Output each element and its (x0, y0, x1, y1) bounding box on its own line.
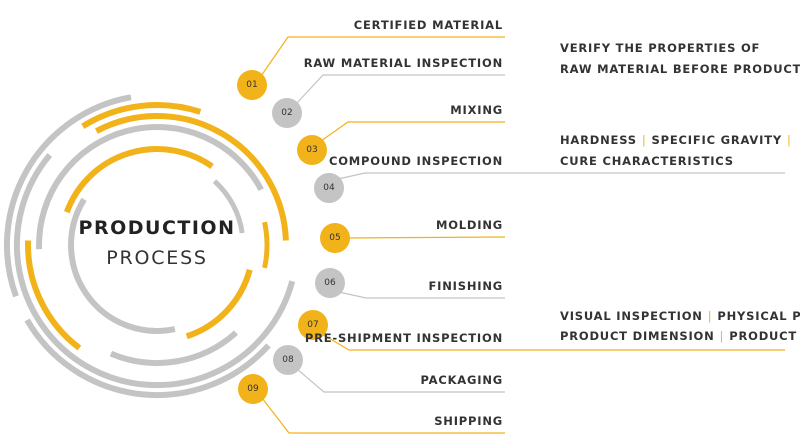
step-marker-07 (298, 310, 328, 340)
step-label-02: RAW MATERIAL INSPECTION (304, 56, 503, 70)
step-label-01: CERTIFIED MATERIAL (354, 18, 503, 32)
separator: | (708, 309, 713, 323)
ring-arc-10 (63, 146, 214, 214)
step-label-04: COMPOUND INSPECTION (329, 154, 503, 168)
step-label-09: SHIPPING (434, 414, 503, 428)
step-marker-04 (314, 173, 344, 203)
ring-arc-6 (25, 240, 82, 351)
connector-step-08 (296, 368, 505, 393)
connector-step-03 (320, 121, 505, 142)
step-number-09: 09 (247, 384, 259, 394)
connector-step-07 (321, 333, 785, 351)
concentric-rings (3, 94, 296, 398)
ring-arc-8 (109, 330, 239, 366)
ring-arc-4 (13, 153, 296, 389)
pre-shipment-note-visual: VISUAL INSPECTION (560, 309, 703, 323)
step-connectors (260, 36, 785, 434)
step-marker-08 (273, 345, 303, 375)
compound-note-specific-gravity: SPECIFIC GRAVITY (652, 133, 782, 147)
step-number-04: 04 (323, 183, 335, 193)
ring-arc-13 (212, 179, 245, 234)
raw-material-note-line-1: VERIFY THE PROPERTIES OF (560, 41, 760, 55)
title-line-2: PROCESS (106, 247, 208, 269)
step-number-06: 06 (324, 278, 336, 288)
pre-shipment-note-line-1: VISUAL INSPECTION | PHYSICAL PROPERTIES (560, 309, 800, 323)
ring-arc-1 (3, 94, 132, 298)
ring-arc-3 (81, 102, 202, 129)
step-number-07: 07 (307, 320, 318, 330)
step-label-05: MOLDING (436, 218, 503, 232)
step-markers: 01 02 03 04 05 06 07 08 09 (237, 70, 350, 404)
connector-step-06 (338, 291, 505, 299)
ring-arc-9 (262, 221, 270, 269)
step-number-01: 01 (246, 80, 257, 90)
compound-note-hardness: HARDNESS (560, 133, 637, 147)
step-marker-06 (315, 268, 345, 298)
ring-arc-7 (36, 124, 264, 250)
step-label-07: PRE-SHIPMENT INSPECTION (305, 331, 503, 345)
pre-shipment-note-physical: PHYSICAL PROPERTIES (717, 309, 800, 323)
separator: | (642, 133, 647, 147)
step-marker-09 (238, 374, 268, 404)
connector-step-09 (261, 397, 505, 434)
step-number-05: 05 (329, 233, 340, 243)
step-marker-05 (320, 223, 350, 253)
pre-shipment-note-appearance: PRODUCT APPEARANCE (729, 329, 800, 343)
ring-arc-12 (68, 197, 176, 334)
ring-arc-11 (185, 268, 253, 340)
separator: | (787, 133, 792, 147)
step-labels: CERTIFIED MATERIAL RAW MATERIAL INSPECTIO… (304, 18, 504, 428)
step-label-06: FINISHING (429, 279, 504, 293)
ring-arc-5 (94, 113, 289, 241)
connector-step-02 (295, 74, 505, 105)
raw-material-note-line-2: RAW MATERIAL BEFORE PRODUCTION (560, 62, 800, 76)
compound-note-line-2: CURE CHARACTERISTICS (560, 154, 734, 168)
compound-note-line-1: HARDNESS | SPECIFIC GRAVITY | (560, 133, 792, 147)
step-number-02: 02 (281, 108, 292, 118)
pre-shipment-note-dimension: PRODUCT DIMENSION (560, 329, 715, 343)
connector-step-05 (346, 236, 506, 239)
separator: | (720, 329, 725, 343)
step-number-08: 08 (282, 355, 294, 365)
step-marker-03 (297, 135, 327, 165)
step-label-08: PACKAGING (420, 373, 503, 387)
step-label-03: MIXING (450, 103, 503, 117)
title-line-1: PRODUCTION (79, 217, 236, 239)
step-marker-02 (272, 98, 302, 128)
ring-arc-2 (24, 318, 271, 398)
connector-step-01 (260, 36, 505, 77)
step-marker-01 (237, 70, 267, 100)
connector-step-04 (337, 172, 785, 180)
pre-shipment-note-line-2: PRODUCT DIMENSION | PRODUCT APPEARANCE (560, 329, 800, 343)
step-number-03: 03 (306, 145, 317, 155)
